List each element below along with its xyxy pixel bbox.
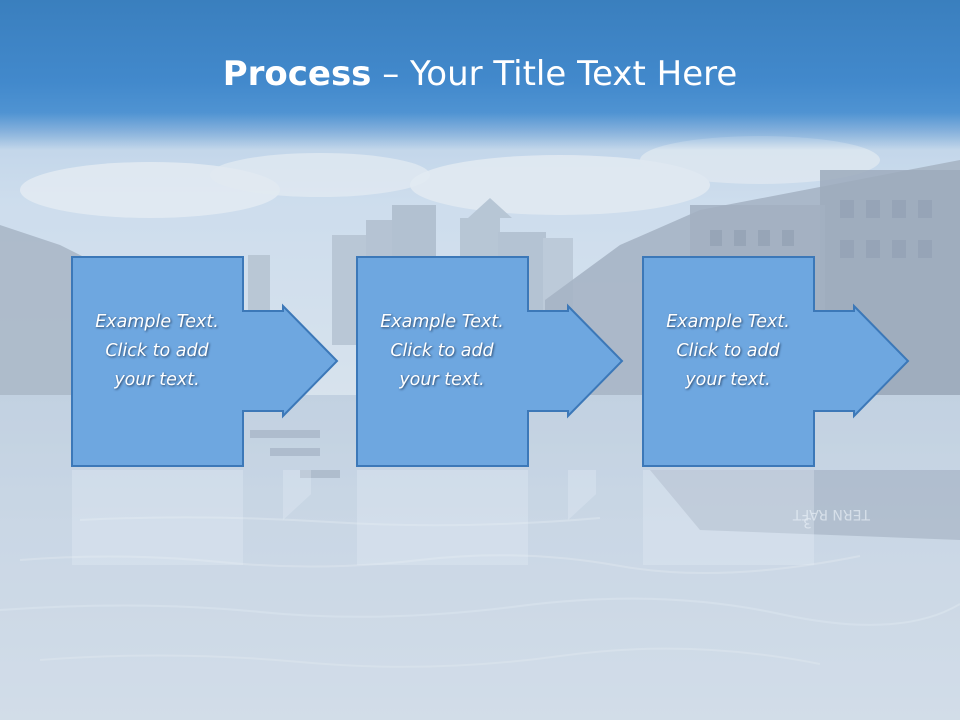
step-text-line: your text. <box>685 370 771 390</box>
step-text-line: your text. <box>399 370 485 390</box>
arrow-shape-3 <box>642 256 910 467</box>
step-text-line: Example Text. <box>380 312 504 332</box>
boat-text: TERN RAFT <box>792 506 871 522</box>
title-band <box>0 0 960 150</box>
step-text-2[interactable]: Example Text. Click to add your text. <box>356 308 528 395</box>
step-text-line: Example Text. <box>666 312 790 332</box>
arrow-shape-1 <box>71 256 339 467</box>
process-step-3[interactable]: Example Text. Click to add your text. <box>642 256 910 468</box>
step-text-line: Click to add <box>676 341 780 361</box>
slide-title[interactable]: Process – Your Title Text Here <box>0 50 960 98</box>
process-step-1[interactable]: Example Text. Click to add your text. <box>71 256 339 468</box>
boat-number: 3 <box>803 514 812 530</box>
step-text-line: your text. <box>114 370 200 390</box>
title-rest: – Your Title Text Here <box>371 54 738 94</box>
step-text-3[interactable]: Example Text. Click to add your text. <box>642 308 814 395</box>
process-step-2[interactable]: Example Text. Click to add your text. <box>356 256 624 468</box>
title-bold: Process <box>222 54 372 94</box>
step-text-1[interactable]: Example Text. Click to add your text. <box>71 308 243 395</box>
step-text-line: Click to add <box>390 341 494 361</box>
arrow-shape-2 <box>356 256 624 467</box>
step-text-line: Example Text. <box>95 312 219 332</box>
step-text-line: Click to add <box>105 341 209 361</box>
